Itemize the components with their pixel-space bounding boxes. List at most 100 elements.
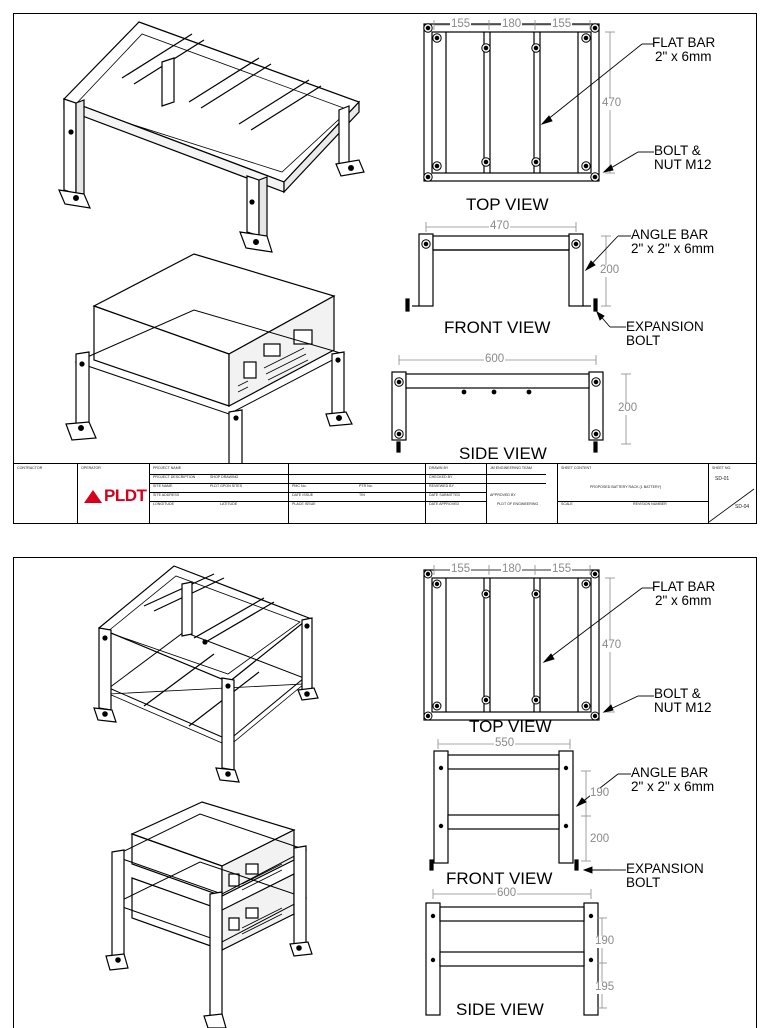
top-view-title: TOP VIEW — [466, 195, 549, 214]
callout-angle-bar-2-line1: ANGLE BAR — [631, 765, 709, 780]
tb-pmc-cell: PMC No. PTR No. DATE ISSUE TIN PLACE ISS… — [289, 464, 426, 523]
pldt-logo-text: PLDT — [104, 486, 147, 505]
top-view-drawing-2 — [423, 569, 600, 721]
front-view-title-2: FRONT VIEW — [446, 869, 553, 888]
callout-angle-bar-line1: ANGLE BAR — [631, 227, 709, 242]
drawing-sheet-2: 155 180 155 470 TOP VIEW FLAT BAR 2" x 6… — [13, 557, 757, 1028]
top-dim-side: 470 — [602, 97, 622, 110]
top-dim-mid: 180 — [501, 18, 523, 31]
tb-latitude: LATITUDE — [220, 502, 238, 506]
top2-dim-side: 470 — [602, 639, 622, 652]
tb-sheet-no-value: SD-01 — [715, 476, 730, 482]
top-view-title-2: TOP VIEW — [469, 717, 552, 736]
front-view-drawing-2 — [429, 750, 579, 871]
callout-angle-bar-2: ANGLE BAR 2" x 2" x 6mm — [631, 765, 715, 795]
side-dim-height: 200 — [618, 402, 638, 415]
side-view-drawing-2 — [425, 902, 599, 1016]
front-dim-width: 470 — [489, 220, 511, 233]
top-view-leaders — [540, 43, 654, 173]
tb-site-name-value: PLDT GPON SITES — [210, 484, 243, 488]
side-dim-width: 600 — [484, 353, 506, 366]
drawing-sheet-1: 155 180 155 470 TOP VIEW FLAT BAR 2" x 6… — [13, 13, 757, 524]
top-dim-left: 155 — [450, 18, 472, 31]
iso-rack-2tier-empty — [93, 565, 319, 783]
callout-bolt-line2: NUT M12 — [654, 157, 712, 173]
callout-expansion-line1: EXPANSION — [626, 319, 704, 334]
side-view-drawing — [391, 371, 604, 453]
callout-expansion-line2: BOLT — [626, 333, 661, 349]
callout-flat-bar-2-line2: 2" x 6mm — [655, 593, 712, 609]
tb-sheet-content-value: PROPOSED BATTERY RACK (1 BATTERY) — [590, 485, 662, 489]
front-view-drawing — [405, 233, 598, 312]
front-view-title: FRONT VIEW — [444, 318, 551, 337]
callout-bolt-nut-2: BOLT & NUT M12 — [654, 686, 712, 716]
iso-rack-empty — [58, 21, 365, 253]
callout-expansion-bolt-2: EXPANSION BOLT — [626, 861, 704, 891]
callout-flat-bar: FLAT BAR 2" x 6mm — [652, 35, 716, 65]
top2-dim-left: 155 — [450, 563, 472, 576]
front2-dim-width: 550 — [494, 737, 516, 750]
top2-dim-mid: 180 — [501, 563, 523, 576]
pldt-logo-icon — [84, 489, 102, 503]
tb-ptr: PTR No. — [359, 484, 373, 488]
sheet-1-drawings — [58, 20, 654, 491]
tb-place-issue: PLACE ISSUE — [292, 502, 316, 506]
tb-sheet-no: SHEET NO. — [712, 466, 732, 470]
callout-flat-bar-2-line1: FLAT BAR — [652, 579, 716, 594]
tb-sheet-total: SD-04 — [735, 504, 750, 510]
top-view-drawing — [423, 23, 600, 182]
tb-sheet-no-cell: SHEET NO. SD-01 SD-04 — [709, 464, 755, 523]
tb-drawn-by-value: JM ENGINEERING TEAM — [490, 466, 532, 470]
tb-site-name: SITE NAME — [153, 484, 173, 488]
top-dim-right: 155 — [551, 18, 573, 31]
front2-dim-upper: 190 — [590, 787, 610, 800]
callout-expansion-2-line2: BOLT — [626, 875, 661, 891]
tb-scale: SCALE — [561, 502, 573, 506]
tb-project-name: PROJECT NAME — [153, 466, 182, 470]
tb-tin: TIN — [359, 493, 365, 497]
iso-rack-with-battery — [65, 253, 353, 491]
callout-angle-bar-line2: 2" x 2" x 6mm — [631, 241, 715, 257]
tb-date-issue: DATE ISSUE — [292, 493, 314, 497]
side2-dim-upper: 190 — [595, 935, 615, 948]
side2-dim-lower: 195 — [595, 981, 615, 994]
tb-contractor-cell: CONTRACTOR — [14, 464, 78, 523]
tb-sheet-content-cell: SHEET CONTENT PROPOSED BATTERY RACK (1 B… — [558, 464, 709, 523]
tb-date-submitted: DATE SUBMITTED — [429, 493, 461, 497]
tb-drawn-cell: DRAWN BY CHECKED BY REVIEWED BY DATE SUB… — [426, 464, 546, 523]
tb-drawn-by: DRAWN BY — [429, 466, 449, 470]
front-view-leaders — [584, 235, 631, 328]
iso-rack-2tier-with-batteries — [105, 801, 313, 1028]
callout-expansion-2-line1: EXPANSION — [626, 861, 704, 876]
tb-approved-cell: JM ENGINEERING TEAM APPROVED BY PLDT OF … — [487, 464, 558, 523]
tb-project-cell: PROJECT NAME PROJECT DESCRIPTION SHOP DR… — [150, 464, 425, 523]
callout-bolt-line1: BOLT & — [654, 143, 701, 158]
title-block: CONTRACTOR OPERATOR PLDT PROJECT NAME PR… — [14, 463, 756, 523]
tb-pmc: PMC No. — [292, 484, 307, 488]
side-view-title-2: SIDE VIEW — [456, 1000, 544, 1019]
tb-sheet-content: SHEET CONTENT — [561, 466, 592, 470]
callout-angle-bar: ANGLE BAR 2" x 2" x 6mm — [631, 227, 715, 257]
tb-project-desc-value: SHOP DRAWING — [210, 475, 239, 479]
top2-dim-right: 155 — [551, 563, 573, 576]
tb-revision: REVISION NUMBER — [633, 502, 667, 506]
callout-flat-bar-line1: FLAT BAR — [652, 35, 716, 50]
callout-angle-bar-2-line2: 2" x 2" x 6mm — [631, 779, 715, 795]
callout-bolt-nut: BOLT & NUT M12 — [654, 143, 712, 173]
front-dim-height: 200 — [600, 264, 620, 277]
tb-checked-by: CHECKED BY — [429, 475, 453, 479]
tb-sheet-divider — [709, 488, 755, 523]
tb-contractor: CONTRACTOR — [17, 466, 43, 470]
tb-operator-cell: OPERATOR PLDT — [78, 464, 150, 523]
front2-dim-lower: 200 — [590, 833, 610, 846]
callout-flat-bar-line2: 2" x 6mm — [655, 49, 712, 65]
callout-flat-bar-2: FLAT BAR 2" x 6mm — [652, 579, 716, 609]
tb-date-approved: DATE APPROVED — [429, 502, 460, 506]
callout-bolt-2-line2: NUT M12 — [654, 700, 712, 716]
tb-site-address: SITE ADDRESS — [153, 493, 180, 497]
tb-approved-by-value: PLDT OF ENGINEERING — [497, 502, 539, 506]
tb-approved-by: APPROVED BY — [490, 493, 516, 497]
side-view-title: SIDE VIEW — [459, 444, 547, 463]
callout-bolt-2-line1: BOLT & — [654, 686, 701, 701]
pldt-logo: PLDT — [84, 486, 147, 506]
